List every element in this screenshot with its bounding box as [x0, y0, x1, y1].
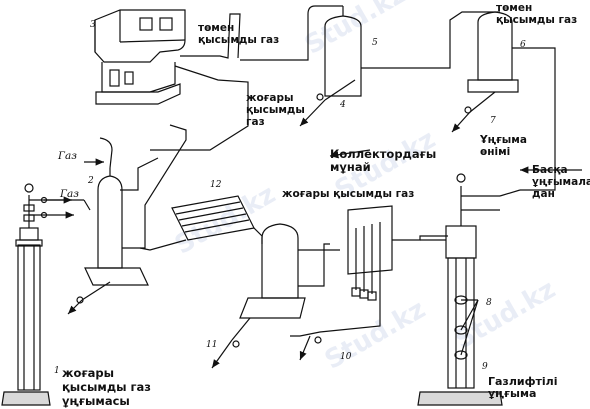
label-from-other-wells: Басқа ұңғымалар дан — [532, 164, 590, 200]
separator-2 — [67, 137, 149, 315]
label-number-3: 3 — [90, 20, 96, 30]
label-gaslift-well: Газлифтілі ұңғыма — [488, 375, 558, 400]
label-number-7: 7 — [490, 116, 496, 126]
gas-distribution-manifold — [290, 205, 448, 361]
label-number-8: 8 — [486, 298, 492, 308]
gaslift-well — [420, 173, 521, 389]
label-high-pressure-gas-2: жоғары қысымды газ — [282, 188, 415, 200]
separator-middle — [211, 223, 340, 369]
ground-hatch-left — [1, 391, 51, 406]
label-number-6: 6 — [520, 40, 526, 50]
label-gas-2: Газ — [60, 188, 79, 200]
compressor-station-3 — [94, 9, 186, 105]
label-number-4: 4 — [340, 100, 346, 110]
label-high-pressure-gas-1: жоғары қысымды газ — [246, 92, 305, 128]
tank-5 — [240, 5, 362, 127]
label-number-2: 2 — [88, 176, 94, 186]
label-low-pressure-gas-1: төмен қысымды газ — [198, 22, 280, 46]
label-collector-oil: Коллектордағы мұнай — [330, 147, 437, 174]
label-high-pressure-gas-well: жоғары қысымды газ ұңғымасы — [62, 366, 151, 408]
label-number-9: 9 — [482, 362, 488, 372]
label-number-1: 1 — [54, 366, 60, 376]
high-pressure-gas-well — [15, 183, 91, 391]
label-number-10: 10 — [340, 352, 352, 362]
label-low-pressure-gas-2: төмен қысымды газ — [496, 2, 578, 26]
tank-6 — [451, 11, 556, 133]
label-number-5: 5 — [372, 38, 378, 48]
label-well-product: Ұңғыма өнімі — [480, 134, 527, 158]
label-gas-1: Газ — [58, 150, 77, 162]
label-number-11: 11 — [206, 340, 218, 350]
coil-heater-12 — [139, 195, 263, 251]
label-number-12: 12 — [210, 180, 222, 190]
ground-hatch-right — [417, 391, 503, 406]
